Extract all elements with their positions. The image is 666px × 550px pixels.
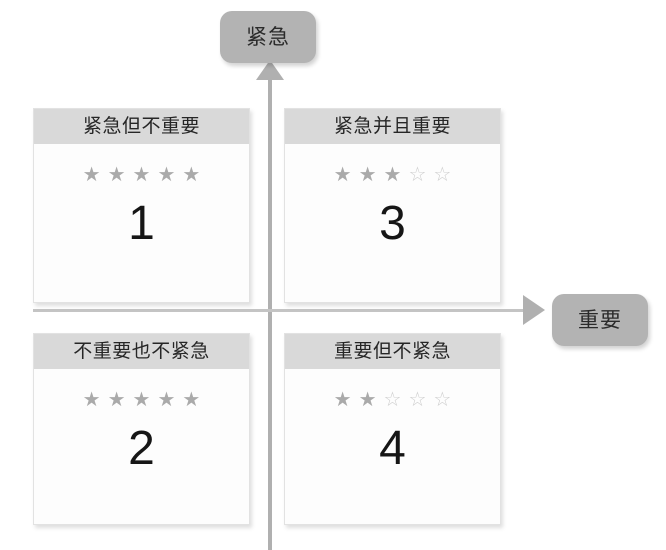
star-filled-icon[interactable]: ★ [358,164,377,186]
arrow-right-icon [523,295,545,325]
quadrant-body: ★ ★ ★ ☆ ☆ 3 [285,144,500,302]
star-empty-icon[interactable]: ☆ [433,389,452,411]
arrow-up-icon [256,60,284,80]
star-filled-icon[interactable]: ★ [157,164,176,186]
star-filled-icon[interactable]: ★ [82,389,101,411]
star-rating[interactable]: ★ ★ ★ ★ ★ [83,164,201,186]
quadrant-body: ★ ★ ★ ★ ★ 2 [34,369,249,524]
star-filled-icon[interactable]: ★ [333,389,352,411]
star-rating[interactable]: ★ ★ ★ ★ ★ [83,389,201,411]
star-filled-icon[interactable]: ★ [132,389,151,411]
star-filled-icon[interactable]: ★ [182,389,201,411]
quadrant-number: 3 [379,197,406,250]
star-filled-icon[interactable]: ★ [82,164,101,186]
axis-label-important: 重要 [552,294,648,346]
star-filled-icon[interactable]: ★ [358,389,377,411]
star-empty-icon[interactable]: ☆ [383,389,402,411]
quadrant-title: 紧急但不重要 [34,109,249,144]
star-empty-icon[interactable]: ☆ [433,164,452,186]
quadrant-card-3[interactable]: 紧急并且重要 ★ ★ ★ ☆ ☆ 3 [284,108,501,303]
quadrant-number: 2 [128,422,155,475]
star-filled-icon[interactable]: ★ [107,389,126,411]
star-filled-icon[interactable]: ★ [132,164,151,186]
horizontal-axis-line [33,309,525,312]
star-empty-icon[interactable]: ☆ [408,164,427,186]
quadrant-card-2[interactable]: 不重要也不紧急 ★ ★ ★ ★ ★ 2 [33,333,250,525]
quadrant-body: ★ ★ ☆ ☆ ☆ 4 [285,369,500,524]
star-filled-icon[interactable]: ★ [383,164,402,186]
star-filled-icon[interactable]: ★ [157,389,176,411]
quadrant-card-1[interactable]: 紧急但不重要 ★ ★ ★ ★ ★ 1 [33,108,250,303]
quadrant-title: 不重要也不紧急 [34,334,249,369]
star-rating[interactable]: ★ ★ ★ ☆ ☆ [334,164,452,186]
quadrant-title: 重要但不紧急 [285,334,500,369]
star-rating[interactable]: ★ ★ ☆ ☆ ☆ [334,389,452,411]
star-empty-icon[interactable]: ☆ [408,389,427,411]
quadrant-body: ★ ★ ★ ★ ★ 1 [34,144,249,302]
quadrant-number: 4 [379,422,406,475]
vertical-axis-line [268,75,272,550]
star-filled-icon[interactable]: ★ [333,164,352,186]
axis-label-urgent: 紧急 [220,11,316,63]
quadrant-title: 紧急并且重要 [285,109,500,144]
quadrant-card-4[interactable]: 重要但不紧急 ★ ★ ☆ ☆ ☆ 4 [284,333,501,525]
star-filled-icon[interactable]: ★ [107,164,126,186]
star-filled-icon[interactable]: ★ [182,164,201,186]
quadrant-number: 1 [128,197,155,250]
